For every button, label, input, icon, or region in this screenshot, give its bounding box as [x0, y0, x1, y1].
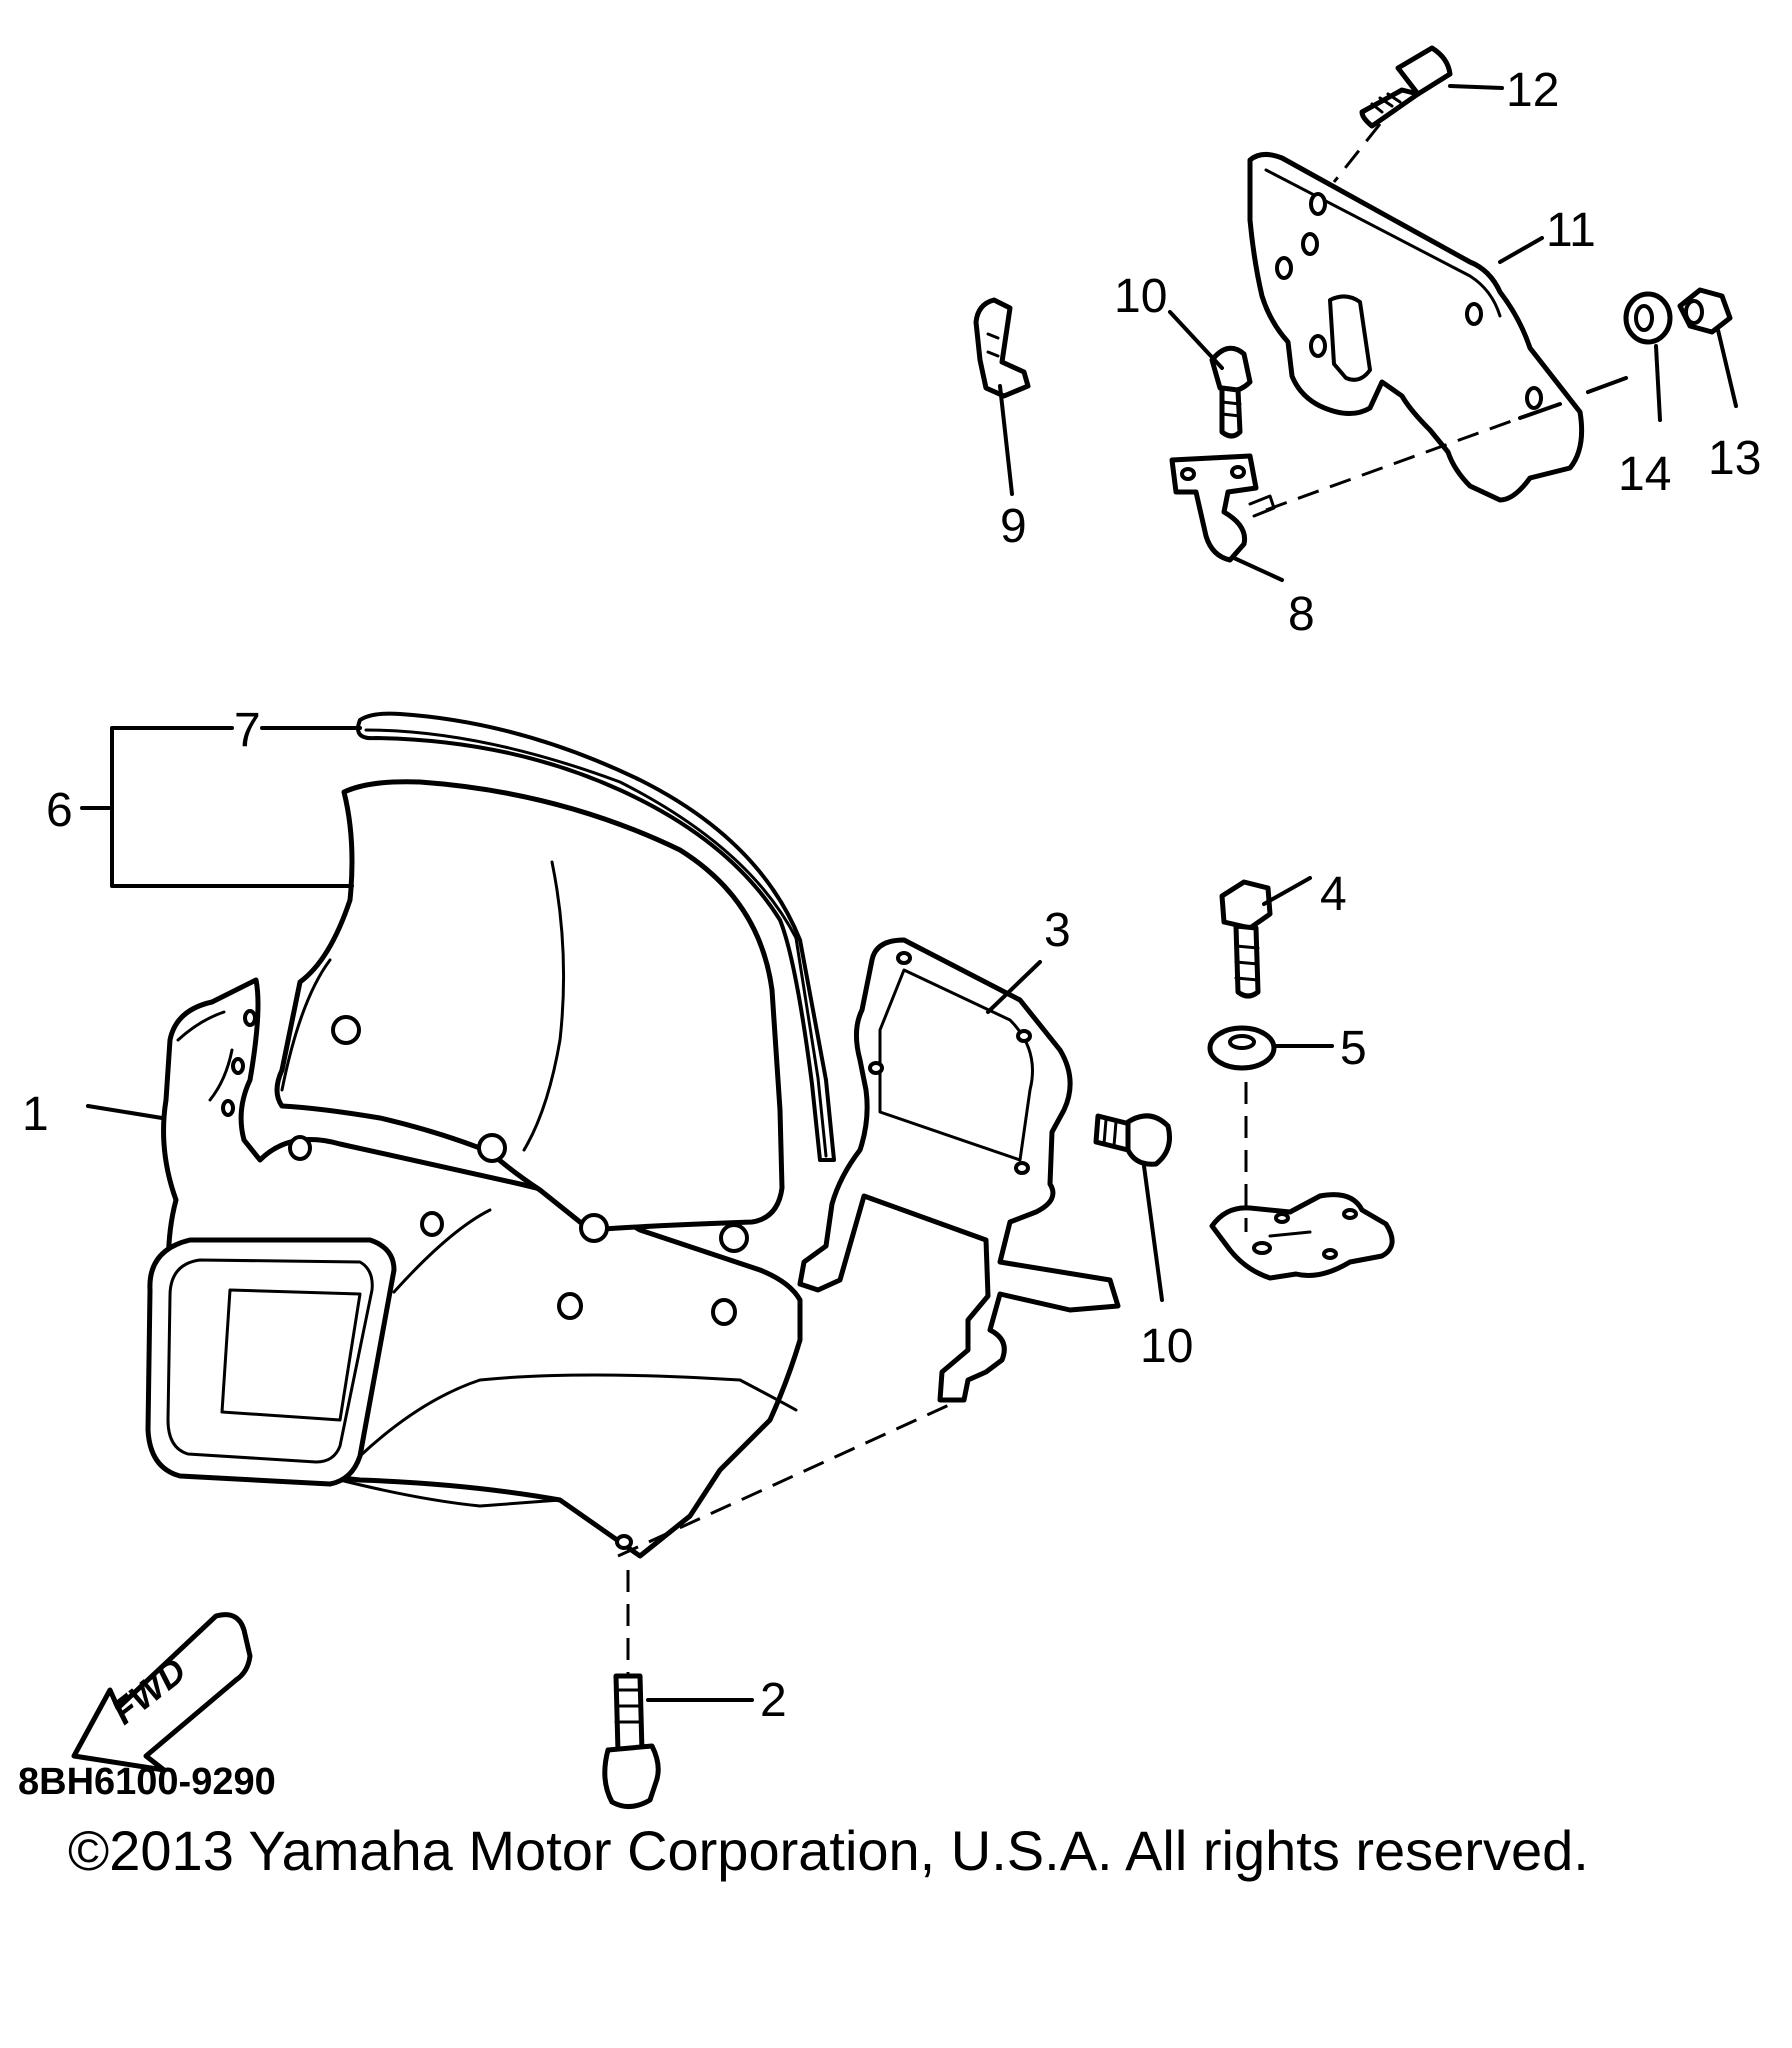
callout-11: 11 — [1546, 204, 1596, 257]
bracket-11 — [1247, 152, 1585, 503]
bolt-4 — [1219, 879, 1273, 999]
bolt-10-lower — [1093, 1113, 1172, 1167]
bolt-2 — [602, 1673, 661, 1809]
callout-7: 7 — [234, 704, 261, 757]
bolt-10-upper — [1209, 345, 1253, 439]
leader-lines — [80, 84, 1738, 1702]
callout-5: 5 — [1340, 1022, 1367, 1075]
callout-10-lower: 10 — [1140, 1320, 1193, 1373]
callout-6: 6 — [46, 784, 73, 837]
callout-10-upper: 10 — [1114, 270, 1167, 323]
washer-14 — [1623, 291, 1673, 345]
washer-5 — [1207, 1025, 1277, 1071]
windshield-6 — [274, 779, 785, 1253]
callout-2: 2 — [760, 1674, 787, 1727]
drawing-code: 8BH6100-9290 — [18, 1761, 276, 1803]
callout-14: 14 — [1618, 448, 1671, 501]
clip-9 — [973, 297, 1031, 399]
callout-1: 1 — [22, 1088, 49, 1141]
callout-13: 13 — [1708, 432, 1761, 485]
callout-9: 9 — [1000, 500, 1027, 553]
callout-3: 3 — [1044, 904, 1071, 957]
fwd-arrow-icon: FWD — [71, 1612, 253, 1773]
callout-12: 12 — [1506, 64, 1559, 117]
callout-4: 4 — [1320, 868, 1347, 921]
stay-3 — [797, 937, 1121, 1403]
bolt-12 — [1359, 45, 1453, 129]
callout-8: 8 — [1288, 588, 1315, 641]
seal-7 — [356, 711, 836, 1162]
copyright-notice: ©2013 Yamaha Motor Corporation, U.S.A. A… — [68, 1819, 1589, 1882]
mount-plate — [1209, 1192, 1395, 1281]
cowling-1 — [145, 977, 803, 1559]
plate-8 — [1169, 453, 1276, 563]
nut-13 — [1677, 287, 1733, 335]
